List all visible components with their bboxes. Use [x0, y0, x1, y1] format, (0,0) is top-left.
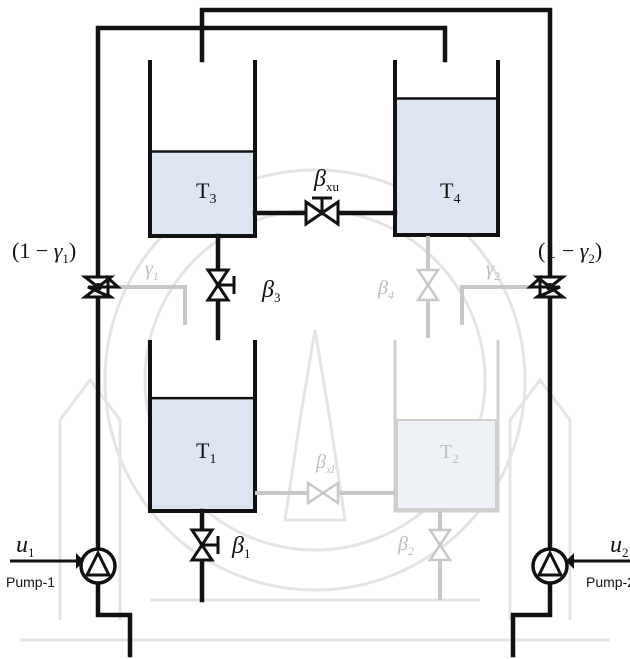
valve-beta-1[interactable] [189, 528, 220, 562]
valve-beta-2[interactable] [427, 528, 453, 562]
tank-t2-label: T2 [440, 441, 459, 466]
tank-t3-label: T3 [196, 178, 216, 207]
label-beta-1: β1 [231, 533, 250, 561]
tank-t2-water [396, 419, 497, 510]
label-one-minus-gamma-1: (1 − γ1) [12, 238, 76, 266]
tank-t2: T2 [393, 340, 500, 513]
tank-t4-water [393, 97, 500, 237]
valve-beta-4[interactable] [415, 268, 441, 302]
pipe-t3-t4: βxu [252, 166, 398, 227]
pump-2-label: Pump-2 [586, 574, 630, 590]
t4-outlet: β4 [377, 236, 441, 338]
label-gamma-1: γ1 [145, 258, 159, 283]
label-u2: u2 [610, 532, 629, 560]
valve-beta-xl[interactable] [306, 480, 340, 506]
pipe-t1-t2: βxl [255, 451, 395, 506]
gamma-branches [116, 285, 532, 325]
t2-outlet: β2 [397, 511, 453, 600]
pump-1[interactable] [79, 547, 117, 585]
tank-t1-label: T1 [196, 438, 216, 467]
tank-t3: T3 [148, 60, 257, 238]
label-gamma-2: γ2 [486, 258, 500, 283]
tank-t3-water [148, 150, 257, 238]
t1-outlet: β1 [189, 508, 250, 603]
label-beta-xl: βxl [315, 451, 335, 476]
pump-2-arrowhead-icon [566, 553, 574, 569]
label-beta-4: β4 [377, 277, 394, 302]
label-one-minus-gamma-2: (1 − γ2) [538, 238, 602, 266]
label-beta-2: β2 [397, 533, 414, 558]
tank-t1: T1 [148, 340, 257, 513]
label-beta-3: β3 [261, 277, 280, 305]
t3-outlet: β3 [205, 233, 280, 341]
pump-1-arrowhead-icon [76, 553, 84, 569]
label-u1: u1 [16, 532, 35, 560]
pump-1-label: Pump-1 [6, 574, 55, 590]
tank-t4-label: T4 [440, 178, 460, 207]
valve-beta-3[interactable] [205, 268, 236, 302]
tank-t4: T4 [393, 60, 500, 237]
label-beta-xu: βxu [313, 166, 339, 194]
valve-beta-xu[interactable] [304, 196, 340, 227]
pump-2[interactable] [531, 547, 569, 585]
valve-gamma-2[interactable] [526, 274, 568, 299]
valve-gamma-1[interactable] [80, 274, 122, 299]
pipe-bottom [95, 582, 553, 658]
